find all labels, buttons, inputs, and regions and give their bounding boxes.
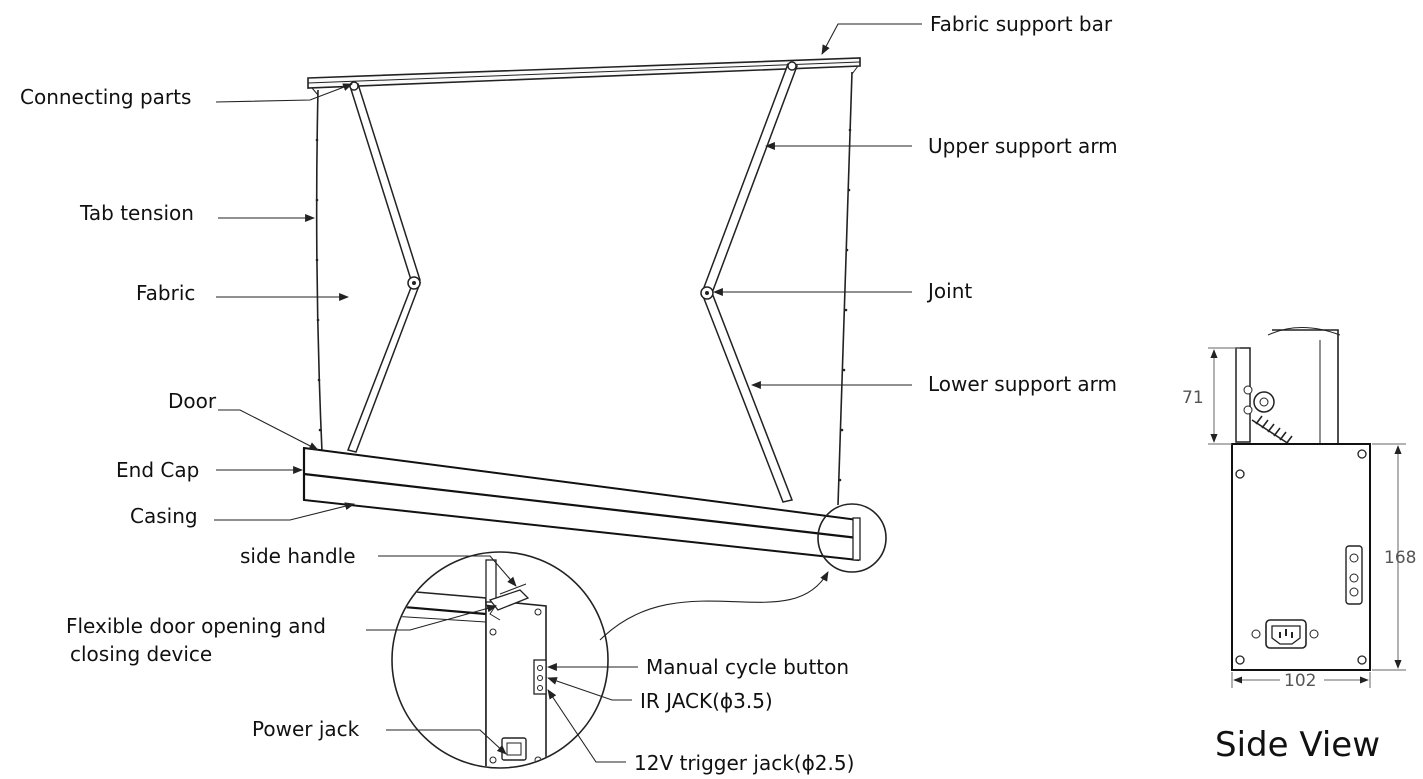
casing-shape <box>302 446 861 562</box>
zoom-connector <box>599 571 829 641</box>
side-view-title: Side View <box>1215 725 1380 765</box>
right-support-arms <box>700 61 799 503</box>
label-side-handle: side handle <box>240 544 356 568</box>
side-view-drawing <box>1208 327 1406 688</box>
part-labels: Fabric support bar Connecting parts Uppe… <box>20 12 1118 775</box>
label-tab-tension: Tab tension <box>79 201 194 225</box>
label-connecting-parts: Connecting parts <box>20 85 191 109</box>
label-upper-support-arm: Upper support arm <box>928 134 1118 158</box>
side-view-labels: 71 168 102 Side View <box>1182 388 1416 765</box>
fabric-support-bar-shape <box>307 57 861 96</box>
label-fabric: Fabric <box>136 281 195 305</box>
dim-label-168: 168 <box>1384 548 1416 568</box>
label-lower-support-arm: Lower support arm <box>928 372 1117 396</box>
label-end-cap: End Cap <box>116 458 199 482</box>
side-view-dimensions <box>1208 347 1406 688</box>
label-door: Door <box>168 389 217 413</box>
label-power-jack: Power jack <box>252 717 360 741</box>
label-ir-jack: IR JACK(ϕ3.5) <box>640 689 773 713</box>
leader-lines <box>214 23 922 763</box>
label-trigger-jack: 12V trigger jack(ϕ2.5) <box>634 751 854 775</box>
label-flexible-door-line2: closing device <box>70 642 212 666</box>
label-fabric-support-bar: Fabric support bar <box>930 12 1113 36</box>
fabric-edges <box>315 71 853 506</box>
screen-assembly <box>302 57 887 573</box>
label-manual-cycle-button: Manual cycle button <box>646 655 849 679</box>
detail-view <box>391 551 609 769</box>
dim-label-71: 71 <box>1182 388 1204 408</box>
zoom-source-circle <box>817 503 887 573</box>
left-support-arms <box>346 81 422 453</box>
label-flexible-door-line1: Flexible door opening and <box>66 614 326 638</box>
dim-label-102: 102 <box>1284 671 1316 691</box>
label-joint: Joint <box>926 279 972 303</box>
label-casing: Casing <box>130 504 198 528</box>
